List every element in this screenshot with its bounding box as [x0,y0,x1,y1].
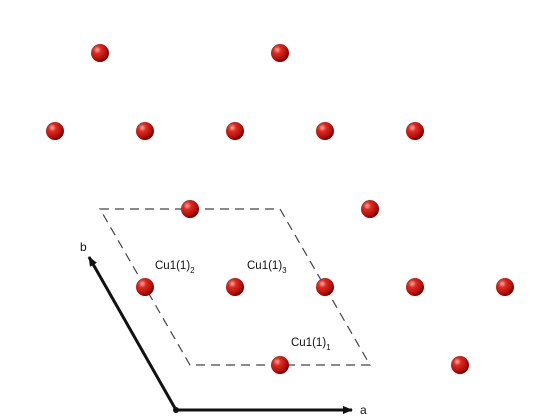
atom-label-cu1-3: Cu1(1)3 [247,260,287,275]
label-base: Cu1(1) [247,260,282,272]
label-subscript: 2 [190,266,195,275]
axis-origin [173,407,179,413]
cu-atom-2 [136,278,154,296]
atom-label-cu1-2: Cu1(1)2 [155,260,195,275]
cu-atom [181,200,199,218]
axis-b-arrow [87,256,178,411]
label-subscript: 1 [326,343,331,352]
cu-atom [496,278,514,296]
axis-a-label: a [360,403,367,417]
cu-atom [316,278,334,296]
cu-atom [361,200,379,218]
label-base: Cu1(1) [291,337,326,349]
cu-atom [406,278,424,296]
cu-atom [406,122,424,140]
axis-b-label: b [80,240,87,254]
cu-atom-1 [271,356,289,374]
label-base: Cu1(1) [155,260,190,272]
cu-atom [91,44,109,62]
cu-atom [271,44,289,62]
unit-cell-outline [98,208,372,366]
label-subscript: 3 [282,266,287,275]
cu-atom [451,356,469,374]
cu-atom [136,122,154,140]
atom-label-cu1-1: Cu1(1)1 [291,337,331,352]
cu-atom [316,122,334,140]
atom-group [46,44,514,374]
cu-atom [226,122,244,140]
cu-atom-3 [226,278,244,296]
cu-atom [46,122,64,140]
